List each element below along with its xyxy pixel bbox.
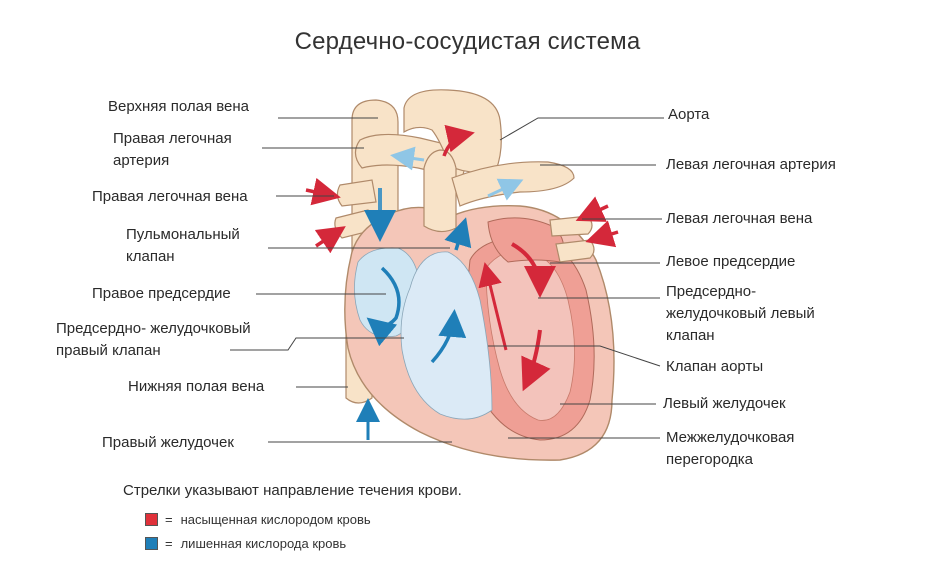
rv-flow-arrow <box>430 309 467 364</box>
label-tricuspid-valve-line2: правый клапан <box>56 342 161 359</box>
label-pulmonary-valve-line1: Пульмональный <box>126 226 240 243</box>
legend-item-oxygenated: = насыщенная кислородом кровь <box>145 512 371 527</box>
right-pulmonary-vein-upper <box>336 179 377 207</box>
label-aorta: Аорта <box>668 106 710 123</box>
label-interventricular-septum-line2: перегородка <box>666 451 753 468</box>
legend-swatch-red <box>145 513 158 526</box>
label-right-pulmonary-vein: Правая легочная вена <box>92 188 248 205</box>
legend-equals: = <box>165 536 173 551</box>
rpa-flow-arrow <box>390 146 425 171</box>
label-left-pulmonary-artery: Левая легочная артерия <box>666 156 836 173</box>
label-right-atrium: Правое предсердие <box>92 285 231 302</box>
aorta-flow-arrow <box>442 124 475 157</box>
label-left-ventricle: Левый желудочек <box>663 395 786 412</box>
lpv-inflow-arrow-lower <box>585 220 619 248</box>
label-mitral-valve-line1: Предсердно- <box>666 283 757 300</box>
lpv-inflow-arrow-upper <box>575 196 609 222</box>
label-superior-vena-cava: Верхняя полая вена <box>108 98 250 115</box>
legend-label-deoxygenated: лишенная кислорода кровь <box>180 536 347 551</box>
pulmonary-flow-arrow <box>444 217 472 251</box>
aortic-root <box>423 149 457 233</box>
legend-note: Стрелки указывают направление течения кр… <box>123 482 462 499</box>
lpa-flow-arrow <box>487 178 524 201</box>
label-right-ventricle: Правый желудочек <box>102 434 234 451</box>
label-pulmonary-valve: Пульмональный клапан <box>126 224 240 268</box>
label-interventricular-septum-line1: Межжелудочковая <box>666 429 795 446</box>
la-flow-arrow <box>510 242 556 298</box>
lv-outflow-arrow <box>478 262 508 351</box>
left-pulmonary-vein-lower <box>555 239 595 263</box>
label-mitral-valve-line3: клапан <box>666 327 715 344</box>
label-tricuspid-valve: Предсердно- желудочковый правый клапан <box>56 318 251 362</box>
label-mitral-valve: Предсердно- желудочковый левый клапан <box>666 281 815 347</box>
leader-lines-left <box>230 117 452 443</box>
ra-flow-arrow <box>366 266 401 347</box>
label-right-pulmonary-artery: Правая легочная артерия <box>113 128 232 172</box>
legend-item-deoxygenated: = лишенная кислорода кровь <box>145 536 346 551</box>
rpv-inflow-arrow-lower <box>314 226 346 254</box>
label-mitral-valve-line2: желудочковый левый <box>666 305 815 322</box>
label-left-pulmonary-vein: Левая легочная вена <box>666 210 813 227</box>
diagram-title: Сердечно-сосудистая система <box>294 28 641 55</box>
label-interventricular-septum: Межжелудочковая перегородка <box>666 427 794 471</box>
label-pulmonary-valve-line2: клапан <box>126 248 175 265</box>
rpv-inflow-arrow-upper <box>305 177 341 206</box>
label-left-atrium: Левое предсердие <box>666 253 796 270</box>
label-inferior-vena-cava: Нижняя полая вена <box>128 378 265 395</box>
lv-flow-arrow <box>521 329 551 392</box>
leader-lines-right <box>488 117 664 439</box>
legend-label-oxygenated: насыщенная кислородом кровь <box>180 512 371 527</box>
legend-swatch-blue <box>145 537 158 550</box>
legend-equals: = <box>165 512 173 527</box>
label-tricuspid-valve-line1: Предсердно- желудочковый <box>56 320 251 337</box>
label-right-pulmonary-artery-line1: Правая легочная <box>113 130 232 147</box>
label-aortic-valve: Клапан аорты <box>666 358 764 375</box>
label-right-pulmonary-artery-line2: артерия <box>113 152 170 169</box>
